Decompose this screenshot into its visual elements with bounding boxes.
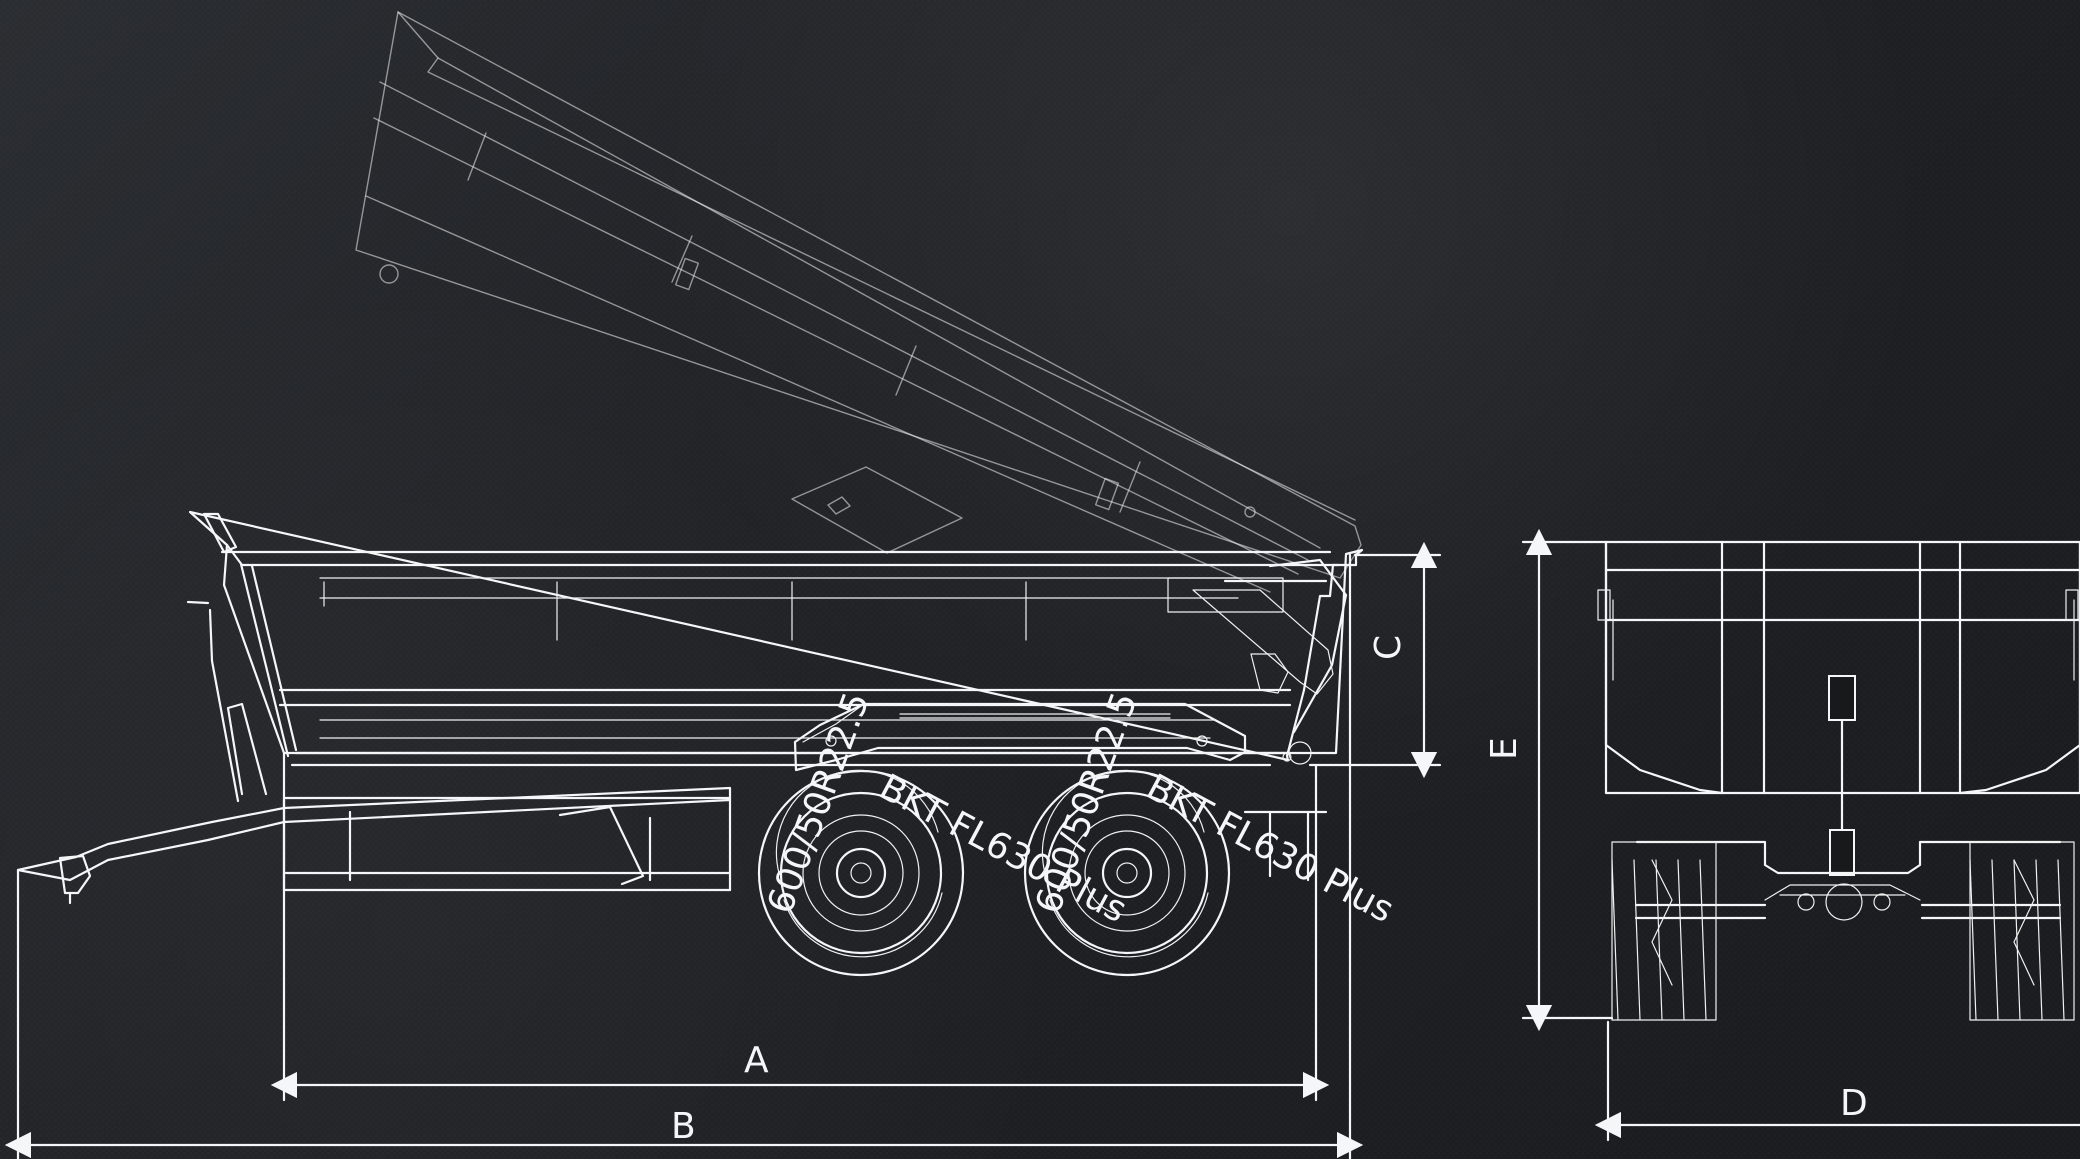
dimension-label-c: C: [1368, 635, 1409, 660]
dimension-label-d: D: [1840, 1083, 1868, 1124]
trailer-rear-view: [1597, 540, 2080, 1021]
dimension-lines: [4, 528, 2080, 1159]
trailer-side-view: [188, 510, 1364, 767]
trailer-chassis: [16, 600, 1328, 905]
dimension-label-b: B: [671, 1106, 696, 1147]
dimension-labels: A B C D E: [671, 635, 1868, 1147]
tire-left-size: 600/50R22.5: [760, 687, 878, 919]
tire-right: BKT FL630 Plus 600/50R22.5: [1023, 687, 1400, 977]
tire-right-brand: BKT FL630 Plus: [1140, 767, 1400, 931]
raised-dump-body-ghost: [355, 11, 1362, 593]
dimension-label-e: E: [1484, 737, 1525, 760]
dimension-label-a: A: [744, 1040, 769, 1081]
